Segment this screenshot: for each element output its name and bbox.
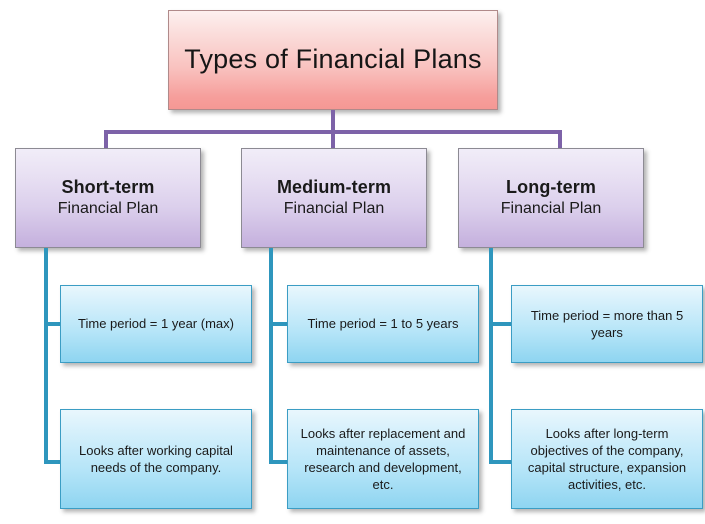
branch-subtitle-medium-term: Financial Plan [283, 199, 385, 217]
connector-spine-long-term [489, 248, 493, 464]
detail-node-medium-term-time-period[interactable]: Time period = 1 to 5 years [287, 285, 479, 363]
branch-title-medium-term: Medium-term [276, 177, 392, 198]
detail-node-label: Looks after long-term objectives of the … [527, 425, 687, 493]
detail-node-short-term-time-period[interactable]: Time period = 1 year (max) [60, 285, 252, 363]
connector-branch-short-term-detail-2 [44, 460, 62, 464]
detail-node-short-term-scope[interactable]: Looks after working capital needs of the… [60, 409, 252, 509]
connector-branch-medium-term-detail-2 [269, 460, 289, 464]
connector-drop-long-term [558, 130, 562, 150]
detail-node-medium-term-scope[interactable]: Looks after replacement and maintenance … [287, 409, 479, 509]
connector-branch-long-term-detail-1 [489, 322, 513, 326]
branch-node-medium-term[interactable]: Medium-term Financial Plan [241, 148, 427, 248]
branch-node-long-term[interactable]: Long-term Financial Plan [458, 148, 644, 248]
root-node-types-of-financial-plans[interactable]: Types of Financial Plans [168, 10, 498, 110]
connector-spine-medium-term [269, 248, 273, 464]
detail-node-label: Looks after replacement and maintenance … [300, 425, 466, 493]
connector-branch-short-term-detail-1 [44, 322, 62, 326]
connector-branch-medium-term-detail-1 [269, 322, 289, 326]
branch-node-short-term[interactable]: Short-term Financial Plan [15, 148, 201, 248]
branch-subtitle-short-term: Financial Plan [57, 199, 159, 217]
detail-node-label: Time period = 1 to 5 years [307, 316, 459, 332]
connector-spine-short-term [44, 248, 48, 464]
detail-node-label: Looks after working capital needs of the… [79, 442, 233, 475]
root-node-label: Types of Financial Plans [184, 44, 482, 75]
connector-drop-short-term [104, 130, 108, 150]
detail-node-label: Time period = more than 5 years [530, 307, 684, 340]
branch-subtitle-long-term: Financial Plan [500, 199, 602, 217]
branch-title-short-term: Short-term [61, 177, 155, 198]
branch-title-long-term: Long-term [506, 177, 596, 198]
detail-node-long-term-time-period[interactable]: Time period = more than 5 years [511, 285, 703, 363]
connector-root-stem [331, 110, 335, 132]
detail-node-long-term-scope[interactable]: Looks after long-term objectives of the … [511, 409, 703, 509]
detail-node-label: Time period = 1 year (max) [78, 316, 234, 332]
connector-drop-medium-term [331, 130, 335, 150]
connector-branch-long-term-detail-2 [489, 460, 513, 464]
